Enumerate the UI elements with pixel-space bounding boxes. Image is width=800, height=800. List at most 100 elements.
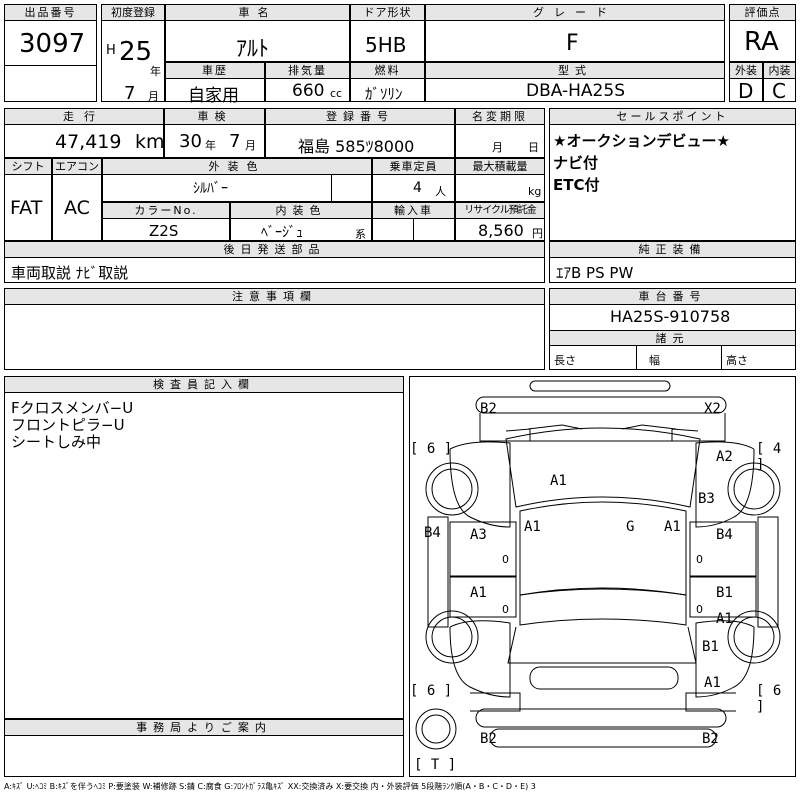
history: 自家用 (188, 86, 239, 106)
mileage: 47,419 (55, 131, 122, 153)
interior-grade: C (772, 79, 786, 103)
interior-grade-box: 内装 C (763, 62, 796, 103)
mark-b4-r: B4 (716, 527, 733, 543)
score-label: 評価点 (730, 5, 795, 21)
genuine: ｴｱB PS PW (556, 264, 634, 282)
insp-year-unit: 年 (205, 139, 216, 152)
int-color: ﾍﾞｰｼﾞｭ (261, 225, 303, 241)
width-label: 幅 (649, 354, 660, 367)
capacity-box: 乗車定員 4 人 (372, 158, 455, 202)
name-change-label: 名変期限 (456, 109, 544, 125)
insp-month: 7 (229, 131, 241, 152)
reg-month: 7 (124, 83, 136, 104)
mark-a3: A3 (470, 527, 487, 543)
displacement-unit: cc (330, 87, 343, 100)
mark-b4-l: B4 (424, 525, 441, 541)
later-parts-box: 後日発送部品 車両取説 ﾅﾋﾞ取説 (4, 241, 545, 283)
inspector-line-2: フロントピラ−U (11, 416, 125, 434)
first-reg-label: 初度登録 (102, 5, 164, 21)
ext-color-label: 外装色 (103, 159, 371, 175)
door-label: ドア形状 (351, 5, 424, 21)
mark-b2-tl: B2 (480, 401, 497, 417)
model-box: 型式 DBA-HA25S (425, 62, 725, 102)
ac: AC (64, 197, 90, 219)
capacity-label: 乗車定員 (373, 159, 454, 175)
color-no-label: カラーNo. (103, 203, 229, 219)
later-parts: 車両取説 ﾅﾋﾞ取説 (11, 264, 129, 282)
displacement-label: 排気量 (266, 63, 349, 79)
mark-a1-lower: A1 (470, 585, 487, 601)
history-label: 車歴 (166, 63, 264, 79)
mark-zero-r2: 0 (696, 603, 703, 616)
recycle-box: リサイクル預託金 8,560 円 (455, 202, 545, 241)
height-label: 高さ (726, 354, 748, 367)
later-parts-label: 後日発送部品 (5, 242, 544, 258)
color-no: Z2S (149, 222, 179, 240)
displacement: 660 (292, 81, 325, 101)
year-unit: 年 (150, 65, 161, 78)
mileage-box: 走行 47,419 km (4, 108, 165, 158)
grade-box: グレード F (425, 4, 725, 62)
shift: FAT (10, 197, 43, 219)
recycle-unit: 円 (532, 227, 543, 240)
mark-a2: A2 (716, 449, 733, 465)
inspector-box: 検査員記入欄 Fクロスメンバ−U フロントピラ−U シートしみ中 (4, 376, 404, 719)
name-change-box: 名変期限 月 日 (455, 108, 545, 158)
model-code: DBA-HA25S (526, 81, 625, 101)
ext-color: ｼﾙﾊﾞｰ (193, 181, 228, 197)
first-registration-box: 初度登録 H 25 年 7 月 (101, 4, 165, 104)
displacement-box: 排気量 660 cc (265, 62, 350, 102)
fuel-box: 燃料 ｶﾞｿﾘﾝ (350, 62, 425, 103)
car-name-label: 車名 (166, 5, 349, 21)
int-color-unit: 系 (355, 228, 366, 241)
grade: F (566, 31, 579, 56)
history-box: 車歴 自家用 (165, 62, 265, 106)
mark-zero-l1: 0 (502, 553, 509, 566)
reg-year: 25 (119, 37, 153, 67)
genuine-box: 純正装備 ｴｱB PS PW (549, 241, 796, 283)
nc-day-unit: 日 (528, 141, 539, 154)
recycle-label: リサイクル預託金 (456, 203, 544, 219)
car-name: ｱﾙﾄ (236, 37, 270, 62)
recycle: 8,560 (478, 221, 524, 240)
plate-box: 登録番号 福島 585ﾂ8000 (265, 108, 455, 158)
dims-label: 諸元 (550, 330, 795, 346)
plate: 福島 585ﾂ8000 (298, 137, 415, 156)
mark-g: G (626, 519, 635, 535)
mark-zero-l2: 0 (502, 603, 509, 616)
color-no-box: カラーNo. Z2S (102, 202, 230, 241)
fuel: ｶﾞｿﾘﾝ (365, 85, 403, 103)
era-letter: H (106, 43, 116, 58)
notes-label: 注意事項欄 (5, 289, 544, 305)
score-box: 評価点 RA (729, 4, 796, 62)
inspector-line-1: Fクロスメンバ−U (11, 399, 134, 417)
interior-label: 内装 (764, 63, 795, 79)
plate-label: 登録番号 (266, 109, 454, 125)
int-color-label: 内装色 (231, 203, 371, 219)
mark-six-r-bot: [ 6 ] (756, 683, 782, 715)
exterior-grade-box: 外装 D (729, 62, 763, 103)
int-color-box: 内装色 ﾍﾞｰｼﾞｭ 系 (230, 202, 372, 241)
nc-month-unit: 月 (492, 141, 503, 154)
mark-b3: B3 (698, 491, 715, 507)
load-box: 最大積載量 kg (455, 158, 545, 202)
shift-label: シフト (5, 159, 51, 175)
inspection-box: 車検 30 年 7 月 (164, 108, 265, 158)
mark-a1-r3: A1 (704, 675, 721, 691)
door-box: ドア形状 5HB (350, 4, 425, 62)
import-label: 輸入車 (373, 203, 454, 219)
sales-point-3: ETC付 (553, 176, 600, 194)
mileage-label: 走行 (5, 109, 163, 125)
sales-points-box: セールスポイント ★オークションデビュー★ ナビ付 ETC付 (549, 108, 796, 241)
chassis: HA25S-910758 (610, 307, 731, 326)
score: RA (744, 27, 779, 57)
month-unit: 月 (148, 90, 159, 103)
mark-b1-r: B1 (716, 585, 733, 601)
load-unit: kg (528, 185, 542, 198)
ac-box: エアコン AC (52, 158, 102, 241)
model-label: 型式 (426, 63, 724, 79)
grade-label: グレード (426, 5, 724, 21)
genuine-label: 純正装備 (550, 242, 795, 258)
load-label: 最大積載量 (456, 159, 544, 175)
ac-label: エアコン (53, 159, 101, 175)
